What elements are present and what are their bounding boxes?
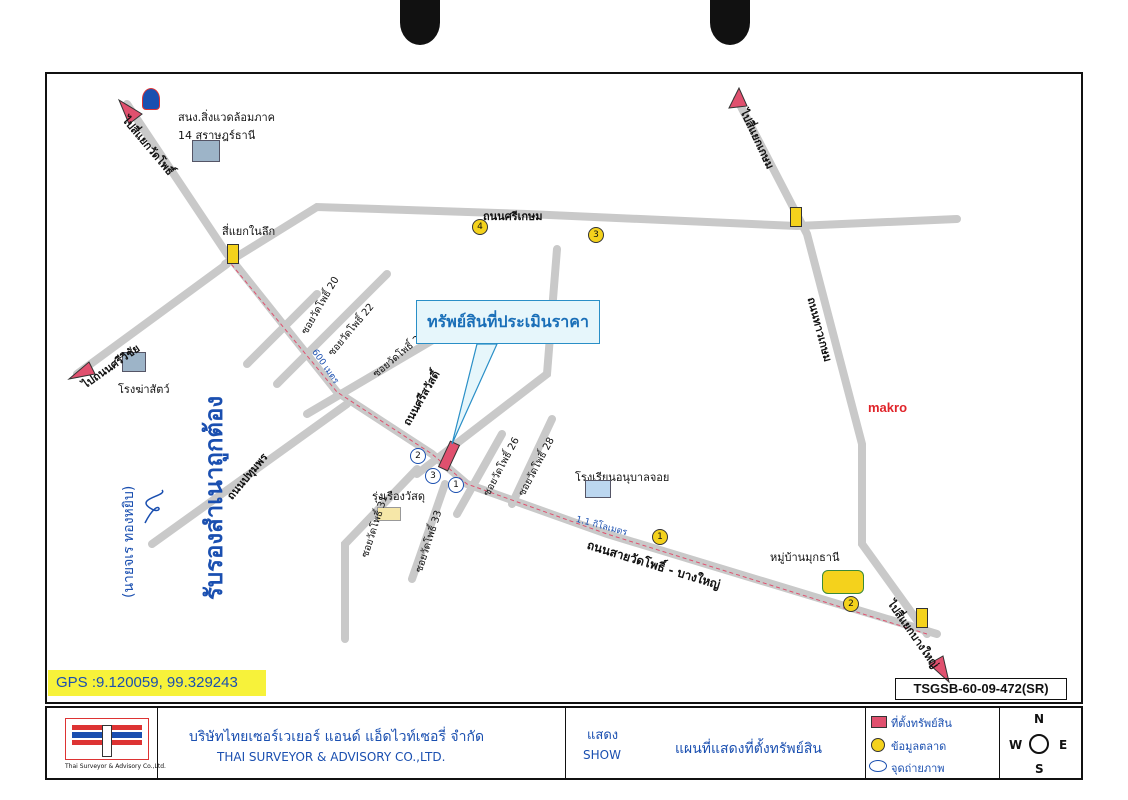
- footer-title-cell: แสดง SHOW แผนที่แสดงที่ตั้งทรัพย์สิน: [565, 708, 866, 778]
- road-label-srikasem: ถนนศรีเกษม: [483, 210, 543, 223]
- photo-point-icon: [869, 760, 887, 772]
- subject-property-label: ทรัพย์สินที่ประเมินราคา: [416, 300, 600, 344]
- arrow-n: [728, 86, 748, 109]
- arrow-nw: [117, 98, 143, 125]
- office-building-icon: [192, 140, 220, 162]
- traffic-light-icon: [916, 608, 928, 628]
- compass-e: E: [1059, 738, 1068, 752]
- binder-mark-left: [400, 0, 440, 45]
- junction-label: สี่แยกในลึก: [222, 225, 276, 238]
- market-marker-3[interactable]: 3: [588, 227, 604, 243]
- compass-rose-icon: [1029, 734, 1049, 754]
- footer-company-cell: บริษัทไทยเซอร์เวเยอร์ แอนด์ แอ็ดไวท์เซอร…: [157, 708, 566, 778]
- shop-label: รุ่งเรืองวัสดุ: [372, 490, 425, 503]
- property-marker: [437, 440, 461, 472]
- certification-stamp: รับรองสำเนาถูกต้อง: [200, 395, 228, 600]
- company-name-en: THAI SURVEYOR & ADVISORY CO.,LTD.: [217, 750, 446, 764]
- gps-coordinates: GPS :9.120059, 99.329243: [48, 670, 266, 696]
- office-label: สนง.สิ่งแวดล้อมภาค: [178, 111, 275, 124]
- show-label-th: แสดง: [587, 728, 619, 743]
- signature: [144, 489, 164, 524]
- binder-mark-right: [710, 0, 750, 45]
- village-label: หมู่บ้านมุกธานี: [770, 551, 840, 564]
- property-icon: [871, 716, 887, 728]
- company-name-th: บริษัทไทยเซอร์เวเยอร์ แอนด์ แอ็ดไวท์เซอร…: [189, 729, 485, 745]
- arrow-w: [67, 361, 96, 380]
- legend-item-photo: จุดถ่ายภาพ: [891, 762, 945, 775]
- brand-label: makro: [868, 400, 908, 415]
- footer-logo-cell: Thai Surveyor & Advisory Co.,Ltd.: [47, 708, 166, 778]
- compass: N S W E: [999, 708, 1081, 778]
- slaughterhouse-label: โรงฆ่าสัตว์: [118, 383, 170, 396]
- school-icon: [585, 480, 611, 498]
- traffic-light-icon: [227, 244, 239, 264]
- map-frame: [45, 72, 1083, 704]
- show-label-en: SHOW: [583, 748, 621, 762]
- market-marker-2[interactable]: 2: [843, 596, 859, 612]
- office-label-2: 14 สุราษฎร์ธานี: [178, 129, 256, 142]
- photo-point-1[interactable]: 1: [448, 477, 464, 493]
- shop-icon: [377, 507, 401, 521]
- village-icon: [822, 570, 864, 594]
- traffic-light-icon: [790, 207, 802, 227]
- market-marker-1[interactable]: 1: [652, 529, 668, 545]
- company-logo: [65, 718, 149, 760]
- photo-point-2[interactable]: 2: [410, 448, 426, 464]
- photo-point-3[interactable]: 3: [425, 468, 441, 484]
- slaughterhouse-icon: [122, 352, 146, 372]
- certification-name: (นายจเร ทองหยิบ): [121, 485, 137, 598]
- market-marker-4[interactable]: 4: [472, 219, 488, 235]
- market-data-icon: [871, 738, 885, 752]
- compass-n: N: [1034, 712, 1045, 726]
- map-title: แผนที่แสดงที่ตั้งทรัพย์สิน: [675, 741, 822, 757]
- footer-legend-cell: ที่ตั้งทรัพย์สิน ข้อมูลตลาด จุดถ่ายภาพ: [865, 708, 1000, 778]
- report-reference: TSGSB-60-09-472(SR): [895, 678, 1067, 700]
- arrow-se: [928, 655, 950, 684]
- gas-station-icon: [142, 88, 160, 110]
- footer: Thai Surveyor & Advisory Co.,Ltd. บริษัท…: [45, 706, 1083, 780]
- logo-caption: Thai Surveyor & Advisory Co.,Ltd.: [65, 763, 166, 770]
- legend-item-market: ข้อมูลตลาด: [891, 740, 947, 753]
- compass-w: W: [1009, 738, 1023, 752]
- compass-s: S: [1035, 762, 1044, 776]
- road-network: [67, 86, 961, 684]
- legend-item-property: ที่ตั้งทรัพย์สิน: [891, 717, 952, 730]
